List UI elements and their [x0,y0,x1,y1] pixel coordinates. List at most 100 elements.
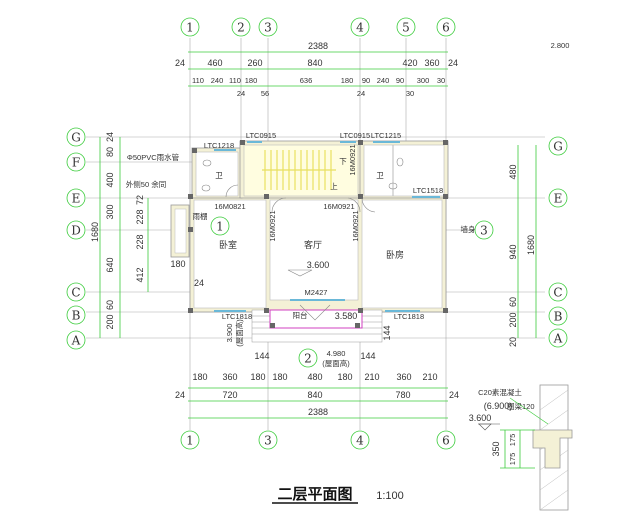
axis-bottom-label-bubble [258,430,278,450]
dim-bottom: 180 [250,372,265,382]
axis-top-label: 4 [356,21,364,35]
dim-top-total: 2388 [308,41,328,51]
axis-top-label: 5 [402,21,410,35]
dim-bottom: 210 [422,372,437,382]
canopy-label: 雨棚 [193,211,208,221]
dim-top: 636 [300,76,313,85]
axis-right-label-bubble [548,136,568,156]
dim-bottom: 360 [222,372,237,382]
dim-left: 412 [135,267,145,282]
axis-right-label-bubble [548,306,568,326]
level-mark: 3.600 [307,260,330,270]
room-label: 卧室 [219,239,237,250]
dim-top: 30 [437,76,445,85]
dim-bottom: 780 [395,390,410,400]
balcony-label: 阳台 [293,310,308,320]
window-label: LTC1518 [413,186,443,195]
dim-top: 300 [417,76,430,85]
axis-right-label: A [553,332,563,346]
dim-misc: 144 [254,351,269,361]
dim-top: 260 [247,58,262,68]
detail-material: C20素混凝土 [478,387,522,397]
dim-bottom: 24 [449,390,459,400]
dim-bottom: 24 [175,390,185,400]
dim-bottom-total: 2388 [308,407,328,417]
dim-bottom: 180 [337,372,352,382]
axis-left-label-bubble [66,330,86,350]
dim-top: 24 [357,89,365,98]
dim-left: 228 [135,209,145,224]
dim-top: 240 [211,76,224,85]
axis-left-label-bubble [66,220,86,240]
door-label: M2427 [305,288,328,297]
dim-top: 460 [207,58,222,68]
level-note: (屋面高) [234,319,244,347]
toilet-label: 卫 [215,171,223,180]
dim-bottom: 180 [272,372,287,382]
section-mark: 2 [304,352,312,366]
dim-top: 240 [377,76,390,85]
axis-bottom-label-bubble [436,430,456,450]
section-mark: 3 [480,224,488,238]
dim-left: 640 [105,257,115,272]
dimension-lines [99,51,537,419]
dim-top: 90 [396,76,404,85]
axis-right-label-bubble [548,188,568,208]
dim-left: 24 [105,132,115,142]
axis-top-label: 6 [442,21,450,35]
detail-level: (6.900) [484,401,513,411]
dim-left: 72 [135,195,145,205]
dim-misc: 24 [194,278,204,288]
dim-misc: 144 [360,351,375,361]
axis-top-label-bubble [436,17,456,37]
pipe-note: Φ50PVC雨水管 [127,152,180,162]
room-label: 卧房 [386,249,404,260]
window-label: LTC1818 [394,312,424,321]
stair-up-label: 上 [330,182,338,191]
dim-left: 400 [105,172,115,187]
dim-left: 80 [105,147,115,157]
axis-bottom-label: 1 [186,434,194,448]
axis-bottom-label: 6 [442,434,450,448]
dim-left: 300 [105,204,115,219]
dim-right-total: 1680 [526,235,536,255]
axis-top-label-bubble [231,17,251,37]
axis-left-label-bubble [66,188,86,208]
axis-right-label-bubble [548,282,568,302]
dim-bottom: 180 [192,372,207,382]
wall-section-detail [478,384,573,511]
room-label: 客厅 [304,239,322,250]
door-label: 16M0921 [351,210,360,241]
axis-left-label: B [72,309,81,323]
level-note-top: 2.800 [551,41,570,50]
dim-right: 20 [508,337,518,347]
dim-bottom: 480 [307,372,322,382]
dim-top: 360 [424,58,439,68]
dim-bottom: 210 [364,372,379,382]
dim-top: 90 [362,76,370,85]
dim-left: 200 [105,314,115,329]
dim-top: 24 [237,89,245,98]
axis-top-label: 3 [264,21,272,35]
dim-bottom: 840 [307,390,322,400]
window-label: LTC1818 [222,312,252,321]
level-note: (屋面高) [322,358,350,368]
dim-left: 60 [105,300,115,310]
axis-left-label-bubble [66,282,86,302]
axis-top-label-bubble [180,17,200,37]
axis-right-label-bubble [548,328,568,348]
dim-right: 480 [508,164,518,179]
window-label: LTC1218 [204,141,234,150]
dim-bottom: 360 [396,372,411,382]
drawing-scale: 1:100 [376,490,404,502]
detail-level: 3.600 [469,413,492,423]
detail-dim: 350 [491,441,501,456]
axis-left-label-bubble [66,152,86,172]
level-mark: 3.580 [335,311,358,321]
axis-bottom-label-bubble [180,430,200,450]
detail-dim: 175 [508,434,517,447]
section-mark: 1 [216,220,224,234]
axis-left-label: A [71,334,81,348]
